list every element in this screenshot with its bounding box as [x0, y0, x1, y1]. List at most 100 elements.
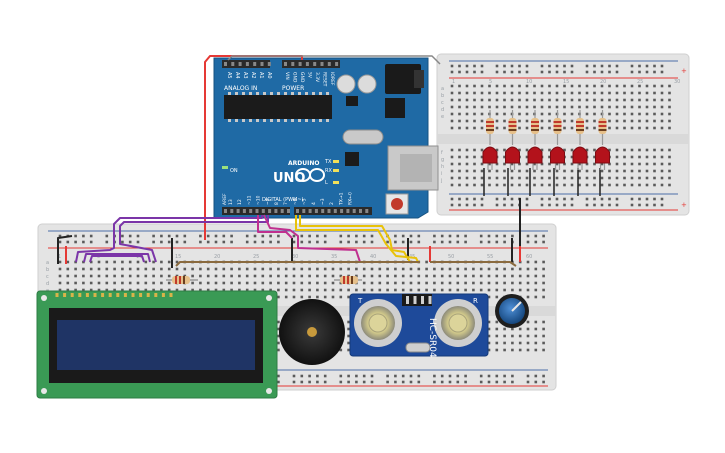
power-header [282, 60, 340, 68]
analog-in-label: ANALOG IN [224, 85, 257, 92]
digital-pin-label: ~9 [265, 198, 271, 205]
usb-port-icon [387, 145, 439, 191]
breadboard-column-number: 55 [487, 254, 493, 260]
led-icon [527, 146, 543, 170]
digital-pin-label: 8 [274, 202, 280, 205]
analog-pin-label: A5 [226, 72, 232, 79]
power-pin-label: GND [299, 72, 305, 83]
breadboard-column-number: 20 [214, 254, 220, 260]
power-pin-label: VIN [284, 72, 290, 80]
breadboard-row-letter: j [440, 178, 442, 184]
breadboard-row-letter: g [441, 157, 444, 163]
breadboard-column-number: 50 [448, 254, 454, 260]
voltage-regulator [385, 98, 405, 118]
breadboard-column-number: 40 [370, 254, 376, 260]
breadboard-column-number: 60 [526, 254, 532, 260]
digital-pin-label: ~3 [320, 198, 326, 205]
digital-pin-label: TX→1 [338, 192, 344, 206]
breadboard-row-letter: d [441, 107, 444, 113]
reset-button-icon[interactable] [385, 193, 409, 215]
analog-pin-label: A2 [250, 72, 256, 79]
potentiometer-icon[interactable] [495, 294, 529, 328]
digital-pin-label: RX←0 [348, 192, 354, 205]
led-icon [595, 146, 610, 170]
breadboard-row-letter: b [441, 93, 444, 99]
svg-text:+: + [681, 201, 687, 209]
breadboard-column-number: 15 [563, 79, 569, 85]
digital-pin-label: ~6 [292, 198, 298, 205]
power-pin-label: IOREF [329, 72, 335, 86]
breadboard-row-letter: e [441, 114, 444, 120]
transmitter-mark: T [357, 297, 363, 305]
usb-chip [345, 152, 359, 166]
resistor-icon [553, 110, 562, 145]
led-array [482, 110, 610, 170]
led-icon [572, 146, 588, 170]
crystal-oscillator [342, 129, 384, 145]
resistor-icon [576, 110, 584, 145]
digital-pin-label: ~11 [246, 195, 252, 205]
hc-sr04-label: HC-SR04 [427, 318, 437, 358]
breadboard-row-letter: f [441, 150, 443, 156]
led-icon [550, 146, 565, 170]
breadboard-column-number: 20 [600, 79, 606, 85]
breadboard-row-letter: b [46, 267, 49, 273]
resistor-icon [486, 110, 494, 145]
capacitor-icon [336, 74, 377, 94]
breadboard-row-letter: a [46, 260, 49, 266]
breadboard-row-letter: c [441, 100, 444, 106]
power-pin-label: RESET [322, 72, 328, 87]
arduino-uno-board: ANALOG IN POWER ON TX RX L UNO ARDUINO D… [213, 57, 439, 219]
led-icon [505, 146, 520, 170]
lcd-icon [36, 290, 278, 399]
digital-pin-label: ~5 [302, 198, 308, 205]
digital-pin-label: ~10 [256, 195, 262, 205]
breadboard-row-letter: h [441, 164, 444, 170]
breadboard-column-number: 30 [292, 254, 298, 260]
breadboard-column-number: 35 [331, 254, 337, 260]
on-label: ON [230, 168, 238, 174]
aref-label: AREF [222, 193, 228, 205]
power-pin-label: 5V [307, 72, 313, 79]
breadboard-column-number: 30 [674, 79, 680, 85]
power-pin-label: 3.3V [314, 72, 320, 83]
analog-pin-label: A3 [242, 72, 248, 79]
resistor-icon [508, 110, 517, 145]
svg-text:+: + [681, 67, 687, 75]
breadboard-column-number: 1 [58, 254, 61, 260]
breadboard-row-letter: d [46, 281, 49, 287]
power-pin-label: GND [292, 72, 298, 83]
resistor-icon [166, 276, 198, 284]
digital-pin-label: 13 [228, 199, 234, 205]
arduino-logo-icon [295, 168, 325, 182]
led-icon [482, 146, 498, 170]
digital-label: DIGITAL (PWM~) [262, 197, 304, 203]
digital-header-low [294, 207, 372, 215]
tx-label: TX [324, 159, 332, 165]
power-jack-icon [385, 64, 424, 94]
l-label: L [325, 180, 328, 186]
breadboard-row-letter: c [46, 274, 49, 280]
breadboard-column-number: 10 [526, 79, 532, 85]
resistor-icon [531, 110, 539, 145]
breadboard-column-number: 1 [452, 79, 455, 85]
digital-pin-label: 4 [311, 202, 317, 205]
breadboard-column-number: 15 [175, 254, 181, 260]
resistor-icon [598, 110, 607, 145]
analog-pin-label: A0 [266, 72, 272, 79]
breadboard-row-letter: i [441, 171, 442, 177]
analog-pin-label: A1 [258, 72, 264, 79]
rx-label: RX [325, 168, 332, 174]
breadboard-column-number: 5 [489, 79, 492, 85]
resistor-icon [334, 276, 362, 284]
breadboard-column-number: 25 [253, 254, 259, 260]
atmega-chip [224, 92, 332, 122]
analog-pin-label: A4 [234, 72, 240, 79]
lcd-screen [57, 320, 255, 370]
arduino-brand-label: ARDUINO [288, 160, 319, 167]
digital-pin-label: 7 [283, 202, 289, 205]
ultrasonic-sensor-icon: HC-SR04 T R [349, 293, 489, 358]
buzzer-icon [279, 299, 345, 365]
